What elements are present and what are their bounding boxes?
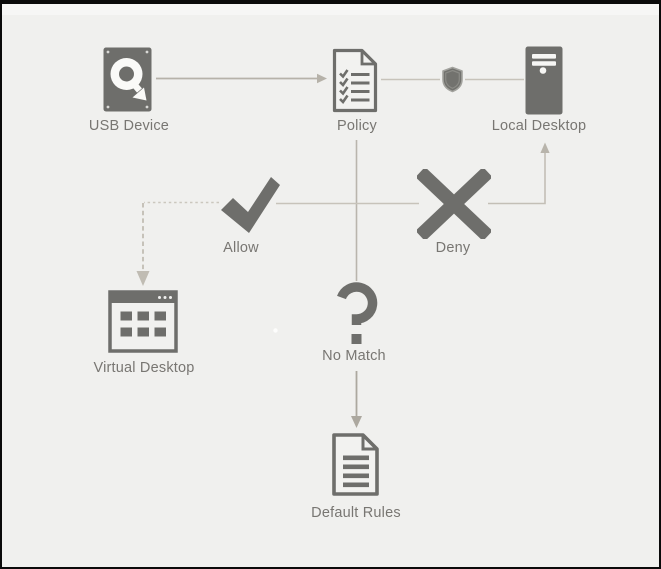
app-window-icon: [108, 290, 178, 353]
shield-icon: [441, 66, 464, 93]
edge-deny-to-desktop: [488, 142, 550, 205]
edge-nomatch-to-defaultrules: [351, 371, 362, 428]
header-strip: [2, 4, 659, 15]
edge-usb-to-policy: [156, 73, 327, 84]
local-desktop-label: Local Desktop: [491, 118, 587, 134]
document-icon: [330, 431, 381, 498]
default-rules-label: Default Rules: [311, 505, 401, 521]
cursor-dot: [273, 328, 278, 333]
usb-device-label: USB Device: [88, 118, 170, 134]
desktop-tower-icon: [525, 46, 563, 115]
checkmark-icon: [219, 175, 281, 235]
no-match-label: No Match: [322, 348, 386, 364]
cross-icon: [415, 166, 493, 242]
edge-allow-to-virtual-desktop: [136, 201, 219, 286]
allow-label: Allow: [223, 240, 259, 256]
hard-drive-icon: [103, 47, 152, 112]
policy-label: Policy: [337, 118, 377, 134]
virtual-desktop-label: Virtual Desktop: [93, 360, 195, 376]
checklist-document-icon: [331, 47, 379, 114]
question-mark-icon: [335, 282, 378, 349]
deny-label: Deny: [435, 240, 471, 256]
